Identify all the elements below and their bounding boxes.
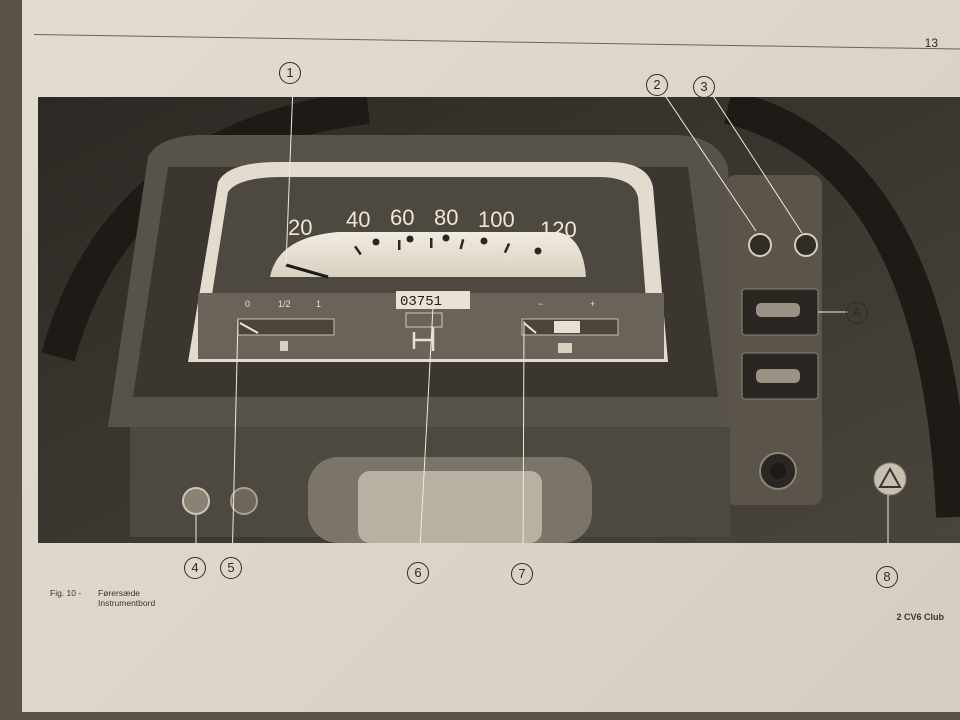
speed-labels: 20 40 60 80 100 120 <box>288 205 577 242</box>
speed-label-120: 120 <box>540 217 577 242</box>
speed-ticks <box>354 234 542 256</box>
fuel-needle <box>239 322 259 334</box>
fuel-gauge: 0 1/2 1 <box>237 299 335 351</box>
charge-gauge: − + <box>521 299 619 353</box>
charge-mark-minus: − <box>538 299 543 309</box>
switch-panel <box>726 175 822 505</box>
callout-a: A <box>846 302 868 324</box>
figure-label: Fig. 10 - <box>50 588 82 598</box>
speed-label-60: 60 <box>390 205 414 230</box>
horn-pad <box>358 471 542 543</box>
callout-8: 8 <box>876 566 898 588</box>
switch-a-rocker <box>756 303 800 317</box>
ignition-keyhole <box>770 463 786 479</box>
callout-6: 6 <box>407 562 429 584</box>
callout-5: 5 <box>220 557 242 579</box>
callout-4: 4 <box>184 557 206 579</box>
page-number: 13 <box>924 36 938 50</box>
fuel-pump-icon <box>280 341 288 351</box>
steering-wheel-right <box>723 97 960 518</box>
fuel-mark-0: 0 <box>245 299 250 309</box>
odometer-window <box>396 291 470 309</box>
knob-5 <box>230 487 258 515</box>
page-top-rule <box>33 34 960 50</box>
fuel-window <box>237 318 335 336</box>
fuel-mark-half: 1/2 <box>278 299 291 309</box>
figure-caption: Fig. 10 - Førersæde Instrumentbord <box>50 588 155 608</box>
model-name: 2 CV6 Club <box>896 612 944 622</box>
speed-needle <box>285 263 329 279</box>
warning-lamp-left <box>748 233 772 257</box>
speed-label-20: 20 <box>288 215 312 240</box>
speed-label-100: 100 <box>478 207 515 232</box>
odometer: 03751 <box>396 291 470 351</box>
switch-b-rocker <box>756 369 800 383</box>
leader-lines <box>195 97 889 543</box>
callout-7: 7 <box>511 563 533 585</box>
caption-line-2: Instrumentbord <box>98 598 156 608</box>
caption-line-1: Førersæde <box>98 588 141 598</box>
gear-indicator-frame <box>405 312 443 328</box>
hazard-triangle-icon <box>878 466 902 488</box>
speed-label-80: 80 <box>434 205 458 230</box>
fuel-mark-1: 1 <box>316 299 321 309</box>
charge-band-light <box>554 321 580 333</box>
callout-1: 1 <box>279 62 301 84</box>
speedometer-dial <box>270 232 586 277</box>
odometer-reading: 03751 <box>400 294 442 310</box>
speed-label-40: 40 <box>346 207 370 232</box>
dashboard-illustration: 20 40 60 80 100 120 0 1/2 1 037 <box>38 97 960 543</box>
charge-mark-plus: + <box>590 299 595 309</box>
callout-3: 3 <box>693 76 715 98</box>
charge-needle <box>523 322 537 334</box>
callout-2: 2 <box>646 74 668 96</box>
warning-lamp-right <box>794 233 818 257</box>
knob-4 <box>182 487 210 515</box>
gear-shift-icon <box>412 327 435 351</box>
dashboard-photo: 20 40 60 80 100 120 0 1/2 1 037 <box>38 97 960 543</box>
battery-icon <box>558 343 572 353</box>
